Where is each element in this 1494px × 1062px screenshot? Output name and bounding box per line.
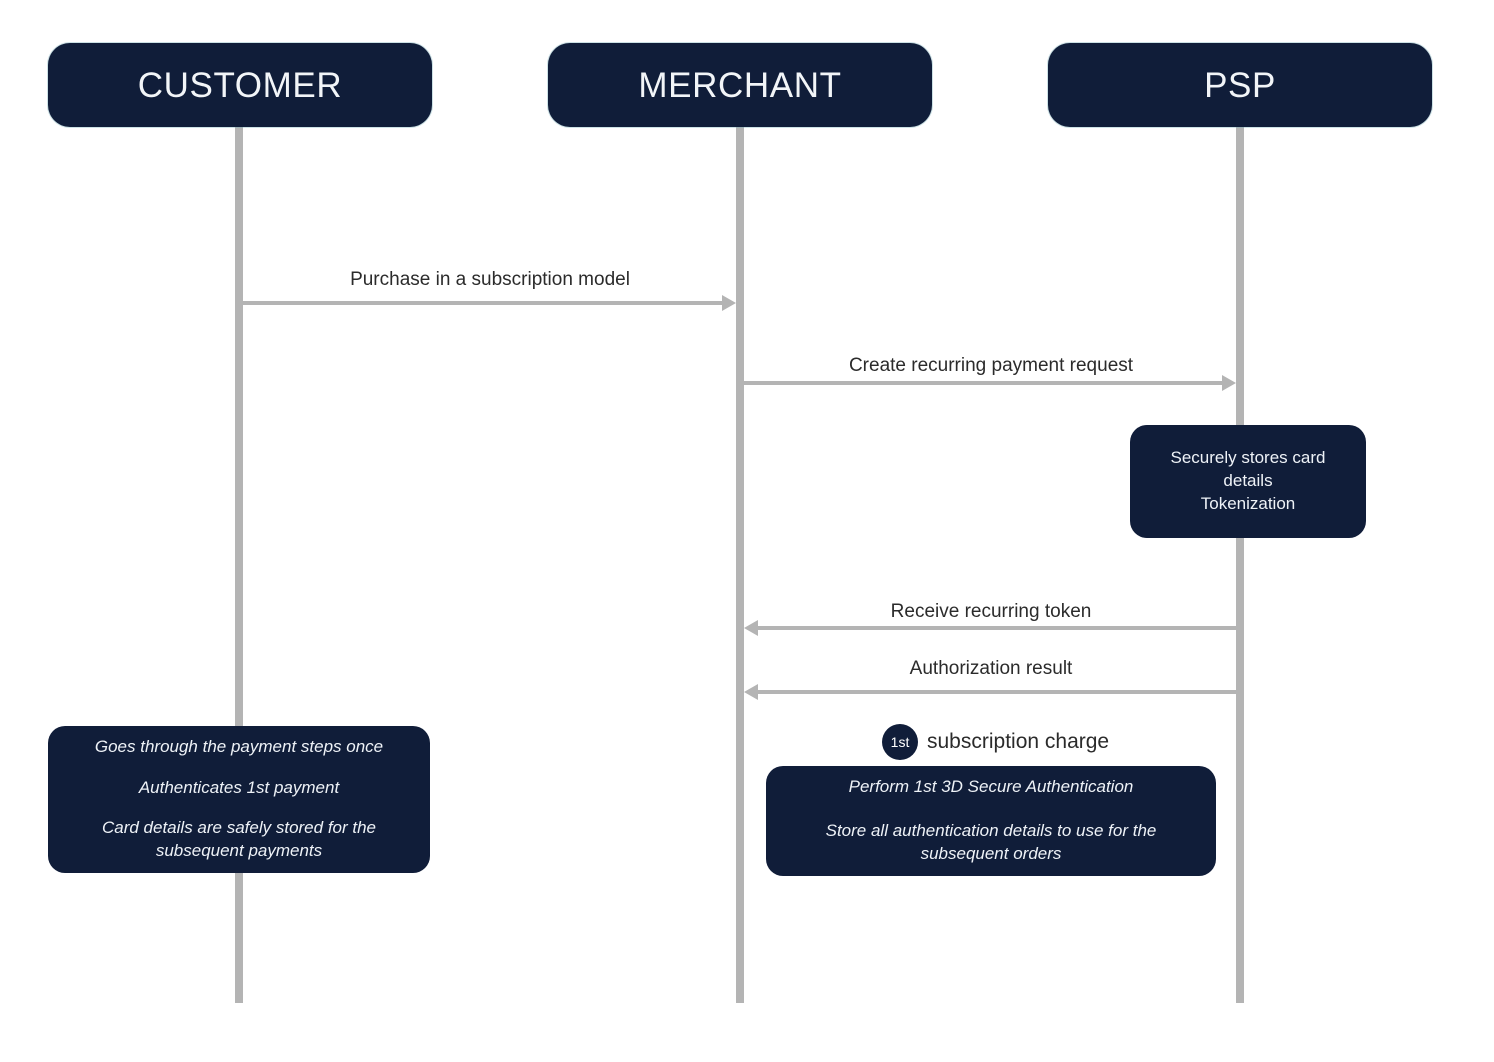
actor-box-psp[interactable]: PSP: [1048, 43, 1432, 127]
message-line-receive-token: [758, 626, 1236, 630]
arrowhead-left-icon: [744, 684, 758, 700]
message-label-purchase: Purchase in a subscription model: [350, 269, 630, 290]
arrowhead-right-icon: [1222, 375, 1236, 391]
note-line: Securely stores card details: [1170, 448, 1326, 491]
ordinal-badge: 1st: [882, 724, 918, 760]
actor-box-customer[interactable]: CUSTOMER: [48, 43, 432, 127]
actor-label-customer: CUSTOMER: [137, 65, 343, 105]
message-label-authorization-result: Authorization result: [909, 658, 1073, 679]
subscription-charge-row: 1st subscription charge: [882, 724, 1109, 760]
note-merchant-3ds-authentication: Perform 1st 3D Secure Authentication Sto…: [766, 766, 1216, 876]
message-label-create-recurring: Create recurring payment request: [848, 355, 1134, 376]
message-line-create-recurring: [744, 381, 1230, 385]
lifeline-customer: [235, 118, 243, 1003]
note-customer-payment-steps: Goes through the payment steps once Auth…: [48, 726, 430, 873]
actor-label-psp: PSP: [1204, 65, 1276, 105]
note-line: Authenticates 1st payment: [138, 777, 340, 797]
note-line: Tokenization: [1200, 493, 1296, 513]
lifeline-merchant: [736, 118, 744, 1003]
message-line-purchase: [243, 301, 730, 305]
arrowhead-left-icon: [744, 620, 758, 636]
message-label-receive-token: Receive recurring token: [890, 601, 1092, 622]
note-psp-tokenization: Securely stores card details Tokenizatio…: [1130, 425, 1366, 538]
actor-label-merchant: MERCHANT: [638, 65, 842, 105]
message-line-authorization-result: [758, 690, 1236, 694]
note-line: Store all authentication details to use …: [825, 821, 1157, 864]
actor-box-merchant[interactable]: MERCHANT: [548, 43, 932, 127]
subscription-charge-label: subscription charge: [927, 730, 1110, 753]
note-line: Perform 1st 3D Secure Authentication: [848, 777, 1134, 796]
lifeline-psp: [1236, 118, 1244, 1003]
note-line: Goes through the payment steps once: [94, 737, 384, 756]
arrowhead-right-icon: [722, 295, 736, 311]
note-line: Card details are safely stored for the s…: [101, 818, 377, 861]
